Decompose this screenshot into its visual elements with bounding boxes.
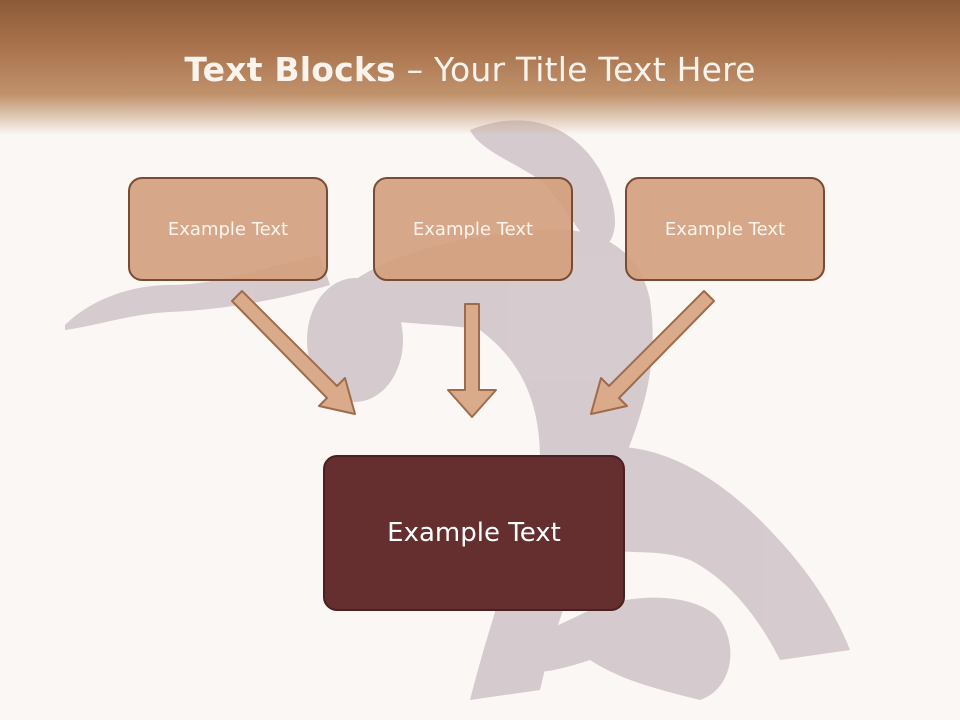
arrow-left-down-right <box>231 290 356 415</box>
text-block-2[interactable]: Example Text <box>373 177 573 281</box>
arrow-right-down-left <box>590 290 715 415</box>
target-text-block-label: Example Text <box>387 518 561 548</box>
title-rest-text: – Your Title Text Here <box>395 50 756 89</box>
page-title: Text Blocks – Your Title Text Here <box>0 50 940 89</box>
text-block-3[interactable]: Example Text <box>625 177 825 281</box>
title-bar <box>0 0 960 135</box>
text-block-1[interactable]: Example Text <box>128 177 328 281</box>
text-block-3-label: Example Text <box>664 218 786 240</box>
target-text-block[interactable]: Example Text <box>323 455 625 611</box>
title-bold-text: Text Blocks <box>184 50 396 89</box>
text-block-2-label: Example Text <box>412 218 534 240</box>
text-block-1-label: Example Text <box>167 218 289 240</box>
arrow-down <box>447 303 497 418</box>
